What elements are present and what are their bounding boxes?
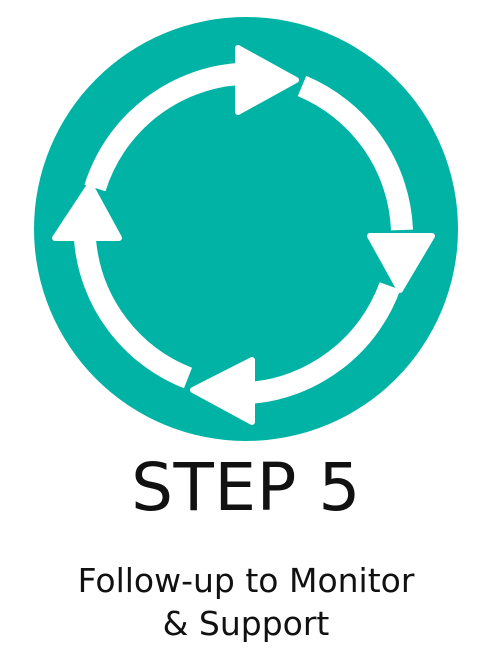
arrowhead-right (367, 233, 435, 293)
arrowheads (52, 45, 435, 425)
step-subtitle-line-1: Follow-up to Monitor (77, 561, 415, 600)
step-title: STEP 5 (131, 449, 361, 526)
step-subtitle-line-2: & Support (162, 603, 330, 643)
arc-bottom-left (74, 238, 193, 389)
arrowhead-bottom (190, 357, 255, 425)
arc-top-right (297, 75, 413, 231)
cycle-ring (74, 63, 413, 404)
arrowhead-left (52, 182, 122, 241)
arc-bottom-right (248, 282, 401, 404)
arrowhead-top (235, 45, 299, 115)
cycle-icon-container (34, 17, 458, 441)
arc-top-left (84, 63, 240, 192)
cycle-arrows-icon (34, 17, 458, 441)
step-subtitle: Follow-up to Monitor & Support (0, 560, 492, 646)
